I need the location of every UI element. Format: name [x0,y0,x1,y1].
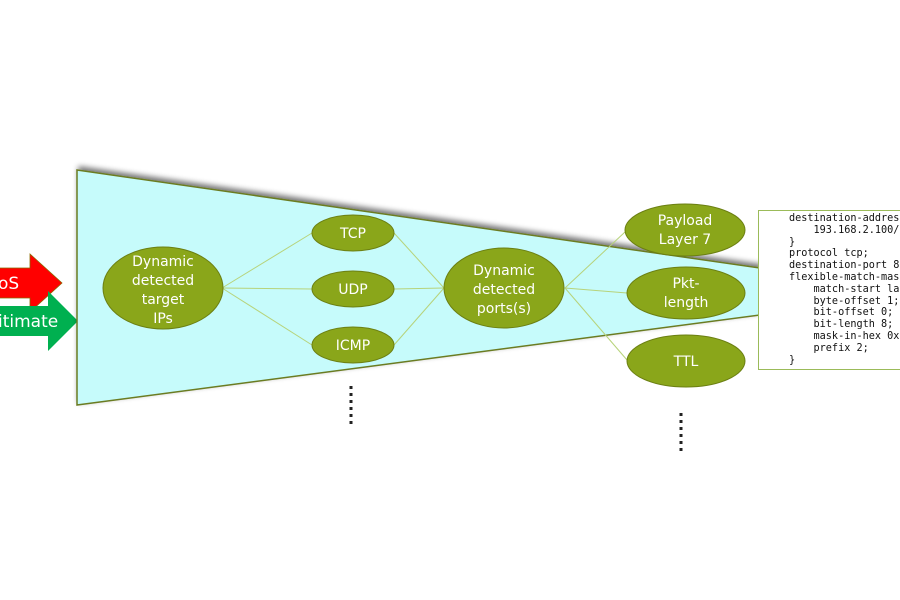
connector-ips-icmp [221,287,313,346]
connector-tcp-ports [393,232,445,289]
legitimate-arrow: itimate [0,291,78,351]
connector-icmp-ports [393,287,445,346]
node-icmp: ICMP [311,326,395,364]
node-target-ips-line3: target [142,292,185,308]
node-tcp: TCP [311,214,395,252]
node-ttl-label: TTL [673,354,699,370]
ellipsis-protocols [349,386,353,424]
connector-ports-pktlength [564,287,628,294]
connector-ports-payload [564,231,626,289]
node-target-ips-line4: IPs [153,311,173,327]
node-pktlength-line1: Pkt- [672,276,699,292]
node-ports-line3: ports(s) [477,301,531,317]
node-udp: UDP [311,270,395,308]
node-target-ips-line2: detected [132,273,194,289]
legitimate-arrow-label: itimate [0,312,58,332]
connector-ips-tcp [221,232,313,289]
node-pktlength-line2: length [664,295,709,311]
ddos-arrow-shape [0,253,63,313]
filter-config-code-box: destination-address { 193.168.2.100/32; … [758,210,900,370]
node-ports: Dynamic detected ports(s) [443,247,565,329]
filter-config-code: destination-address { 193.168.2.100/32; … [789,213,900,366]
node-ports-line1: Dynamic [473,263,535,279]
ddos-arrow: oS [0,253,63,313]
node-udp-label: UDP [338,282,367,298]
connector-udp-ports [393,287,445,290]
connectors [221,231,628,361]
node-payload: Payload Layer 7 [624,203,746,257]
node-payload-line2: Layer 7 [659,232,711,248]
node-ports-line2: detected [473,282,535,298]
node-target-ips-line1: Dynamic [132,254,194,270]
connector-ips-udp [221,287,313,290]
ddos-arrow-label: oS [0,274,19,294]
node-target-ips: Dynamic detected target IPs [102,246,224,330]
node-ttl: TTL [626,334,746,388]
node-payload-line1: Payload [658,213,713,229]
connector-ports-ttl [564,287,628,361]
legitimate-arrow-shape [0,291,78,351]
node-icmp-label: ICMP [336,338,370,354]
ellipsis-attributes [679,413,683,451]
node-pktlength: Pkt- length [626,266,746,320]
node-tcp-label: TCP [339,226,366,242]
